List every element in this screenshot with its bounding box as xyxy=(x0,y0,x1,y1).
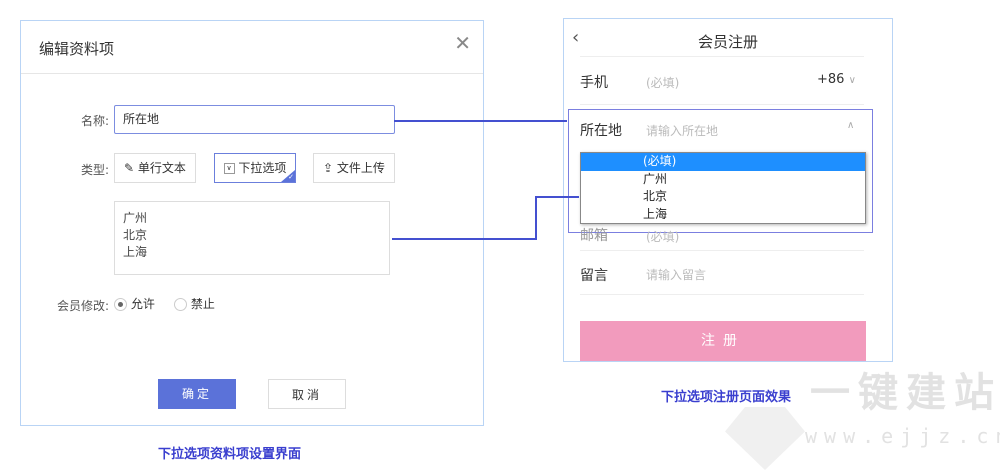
left-caption: 下拉选项资料项设置界面 xyxy=(158,447,302,462)
connector-line-options xyxy=(535,196,537,240)
name-label: 名称: xyxy=(80,114,109,128)
divider xyxy=(21,73,483,74)
dropdown-box-icon: ∨ xyxy=(223,163,235,174)
watermark-text: 一键建站 xyxy=(810,370,1000,416)
cancel-button[interactable]: 取消 xyxy=(268,379,346,409)
connector-line-options xyxy=(535,196,579,198)
back-icon[interactable]: ‹ xyxy=(572,27,580,48)
dropdown-option[interactable]: 上海 xyxy=(643,206,668,221)
dropdown-option[interactable]: 广州 xyxy=(643,171,668,186)
phone-label: 手机 xyxy=(580,75,608,91)
radio-deny[interactable]: 禁止 xyxy=(174,295,215,312)
type-label: 类型: xyxy=(80,163,109,177)
type-dropdown-button[interactable]: ∨ 下拉选项✓ xyxy=(214,153,296,183)
location-dropdown-list: (必填) 广州 北京 上海 xyxy=(580,152,866,224)
chevron-up-icon: ∧ xyxy=(847,120,855,131)
phone-input[interactable]: (必填) xyxy=(646,76,680,90)
phone-title: 会员注册 xyxy=(697,33,758,51)
watermark-url: www.ejjz.cn xyxy=(805,424,1000,448)
member-edit-label: 会员修改: xyxy=(56,299,109,313)
radio-allow[interactable]: 允许 xyxy=(114,295,155,312)
message-input[interactable]: 请输入留言 xyxy=(646,268,707,282)
type-file-upload-button[interactable]: ⇪ 文件上传 xyxy=(313,153,395,183)
watermark-logo xyxy=(725,407,805,470)
divider xyxy=(580,250,864,251)
options-textarea[interactable]: 广州 北京 上海 xyxy=(114,201,390,275)
email-label: 邮箱 xyxy=(580,228,608,244)
type-single-text-button[interactable]: ✎ 单行文本 xyxy=(114,153,196,183)
divider xyxy=(580,294,864,295)
dropdown-option[interactable]: (必填) xyxy=(581,153,865,171)
connector-line-options xyxy=(392,238,537,240)
register-button[interactable]: 注册 xyxy=(580,321,866,361)
ok-button[interactable]: 确定 xyxy=(158,379,236,409)
name-input[interactable]: 所在地 xyxy=(114,105,395,134)
dropdown-option[interactable]: 北京 xyxy=(643,189,668,203)
location-select[interactable]: 请输入所在地 xyxy=(646,124,719,138)
register-phone-preview: ‹ 会员注册 手机 (必填) +86 ∨ 所在地 请输入所在地 ∧ (必填) 广… xyxy=(563,18,893,362)
divider xyxy=(580,56,864,57)
divider xyxy=(580,104,864,105)
upload-icon: ⇪ xyxy=(323,161,337,175)
message-label: 留言 xyxy=(580,268,608,284)
country-code-select[interactable]: +86 ∨ xyxy=(817,72,856,87)
close-icon[interactable]: ✕ xyxy=(454,31,471,55)
radio-allow-icon xyxy=(114,298,127,311)
connector-line-name xyxy=(394,120,567,122)
dialog-title: 编辑资料项 xyxy=(39,40,115,58)
location-label: 所在地 xyxy=(580,123,622,139)
edit-field-dialog: 编辑资料项 ✕ 名称: 所在地 类型: ✎ 单行文本 ∨ 下拉选项✓ ⇪ 文件上… xyxy=(20,20,484,426)
right-caption: 下拉选项注册页面效果 xyxy=(661,390,792,405)
highlight-box xyxy=(568,109,873,233)
radio-deny-icon xyxy=(174,298,187,311)
chevron-down-icon: ∨ xyxy=(848,75,856,86)
text-edit-icon: ✎ xyxy=(124,161,138,175)
email-input[interactable]: (必填) xyxy=(646,230,680,244)
